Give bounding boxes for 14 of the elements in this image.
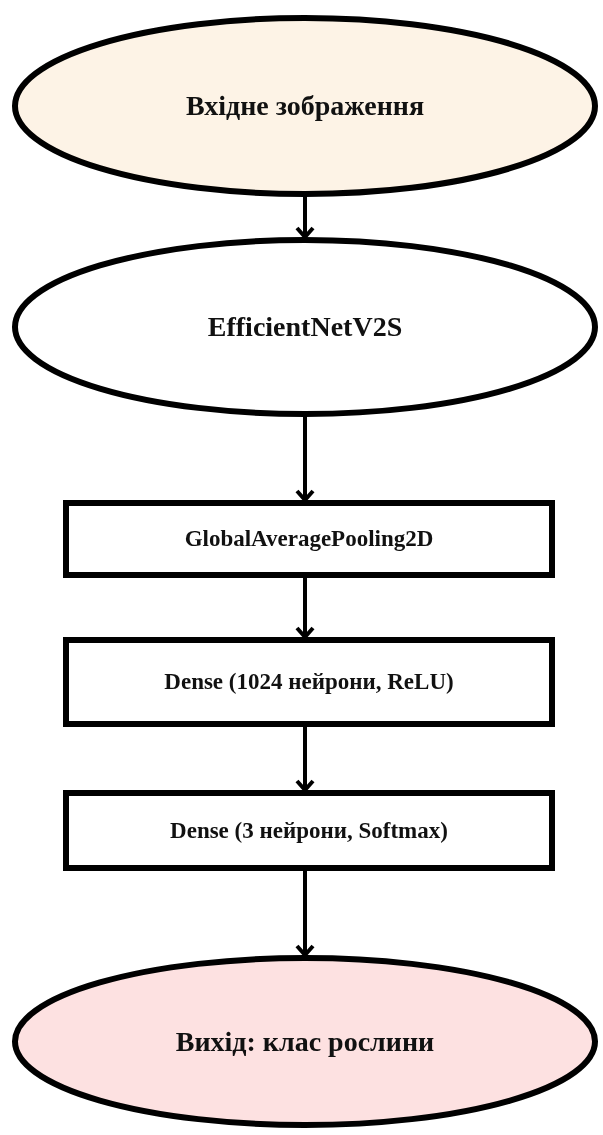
node-label: GlobalAveragePooling2D <box>184 526 434 552</box>
node-label: Dense (3 нейрони, Softmax) <box>170 817 448 844</box>
layer-box <box>63 637 555 727</box>
layer-box <box>63 790 555 871</box>
node-label: Вихід: клас рослини <box>175 1025 435 1058</box>
arrow <box>295 871 315 957</box>
node-label: Вхідне зображення <box>185 90 425 122</box>
arrow <box>295 727 315 792</box>
arrow <box>295 197 315 239</box>
node-label: EfficientNetV2S <box>207 311 403 343</box>
node-label: Dense (1024 нейрони, ReLU) <box>164 669 454 695</box>
arrow <box>295 578 315 639</box>
arrow <box>295 417 315 502</box>
layer-box <box>63 500 555 578</box>
